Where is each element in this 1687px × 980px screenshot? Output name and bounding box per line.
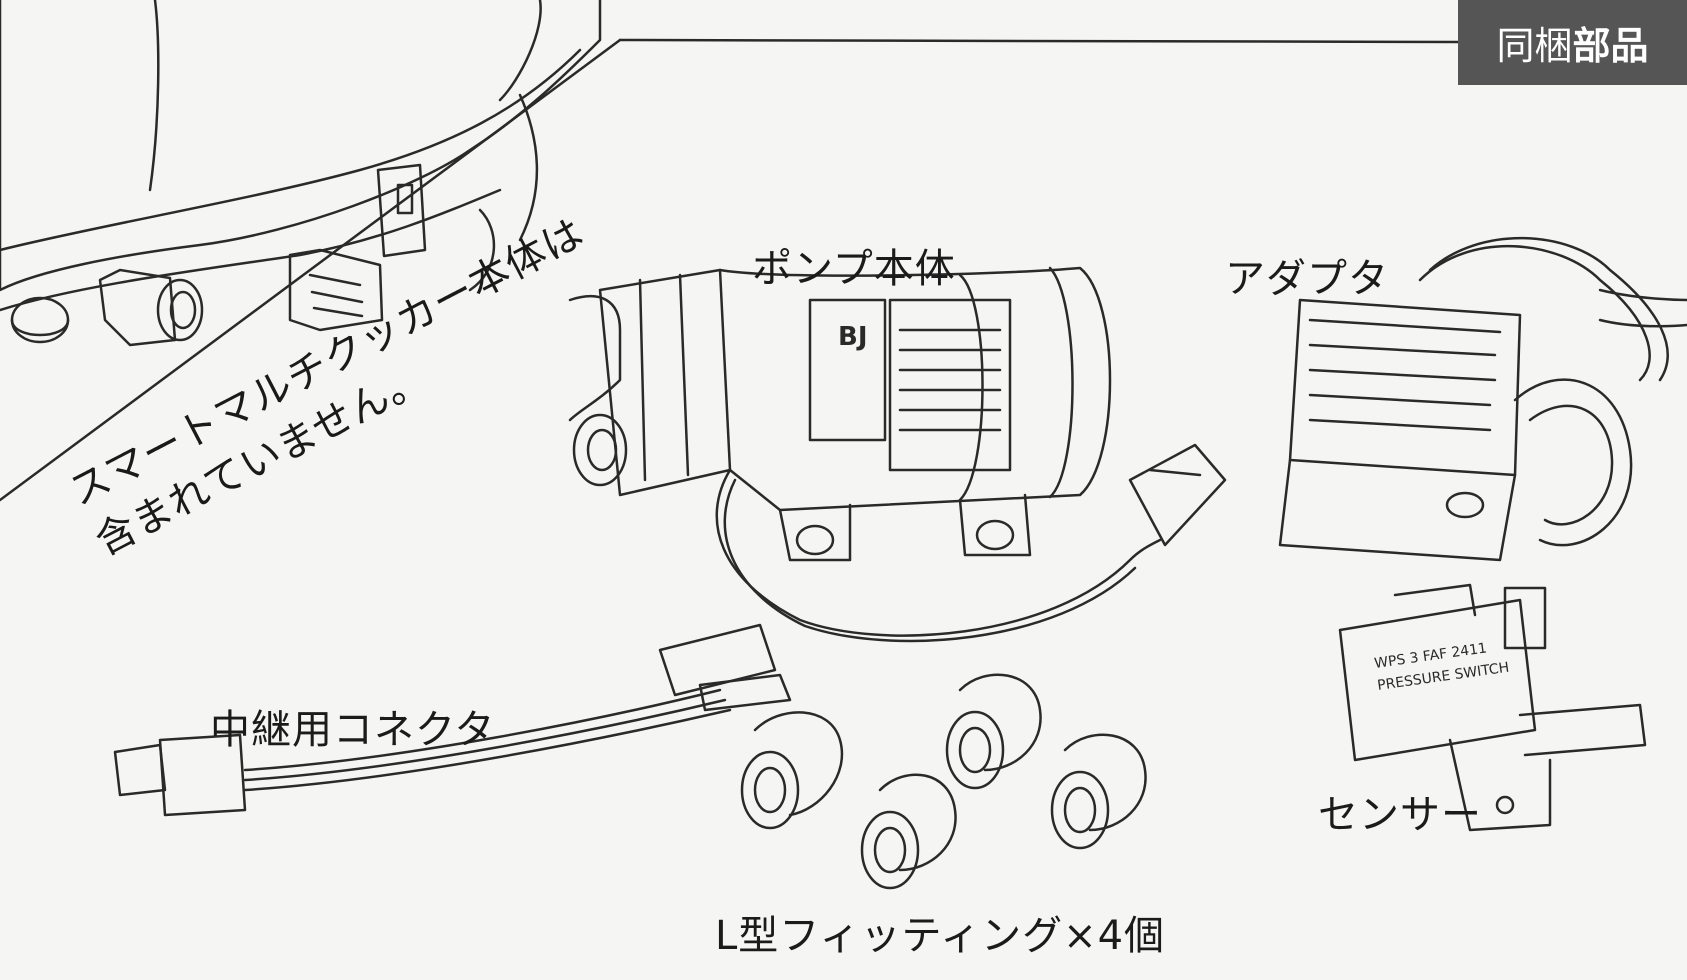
connector-label: 中継用コネクタ: [210, 697, 495, 755]
pump-illustration: [570, 268, 1225, 641]
pump-label: ポンプ本体: [752, 236, 956, 294]
fittings-label: L型フィッティング×4個: [715, 903, 1165, 961]
adapter-label: アダプタ: [1225, 246, 1389, 304]
badge-text-part1: 同梱: [1496, 15, 1572, 70]
included-parts-badge: 同梱部品: [1458, 0, 1687, 85]
badge-text-part2: 部品: [1573, 15, 1649, 70]
sensor-label: センサー: [1318, 782, 1482, 840]
pump-brand-text: BJ: [838, 322, 868, 352]
fittings-illustration: [742, 675, 1146, 888]
